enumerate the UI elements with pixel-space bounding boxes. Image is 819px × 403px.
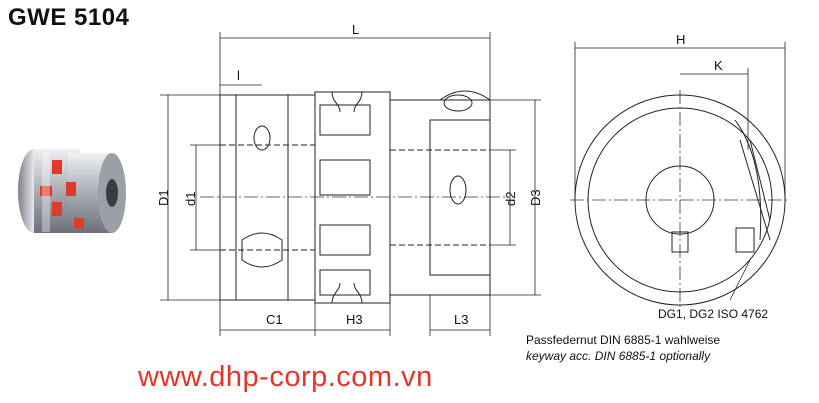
left-hub-slot [241, 232, 283, 268]
spider-jaws [319, 104, 371, 296]
dim-L: L [352, 22, 359, 37]
dim-K: K [714, 58, 723, 73]
keyway-note-de: Passfedernut DIN 6885-1 wahlweise [526, 333, 721, 347]
dim-H3: H3 [346, 312, 363, 327]
dim-d1: d1 [183, 192, 198, 206]
dim-D1: D1 [156, 189, 171, 206]
keyway-note-en: keyway acc. DIN 6885-1 optionally [526, 349, 711, 363]
dim-d2: d2 [503, 192, 518, 206]
dim-H: H [676, 32, 685, 47]
product-title: GWE 5104 [8, 4, 130, 31]
dim-D3: D3 [528, 189, 543, 206]
right-hub [389, 99, 491, 296]
dim-l: l [237, 68, 240, 83]
dim-C1: C1 [266, 312, 283, 327]
coupling-photo [18, 149, 126, 233]
website-link[interactable]: www.dhp-corp.com.vn [138, 361, 433, 393]
dim-L3: L3 [454, 312, 468, 327]
dim-DG: DG1, DG2 ISO 4762 [658, 307, 768, 321]
left-hub [219, 94, 316, 301]
spider-body [314, 91, 391, 304]
